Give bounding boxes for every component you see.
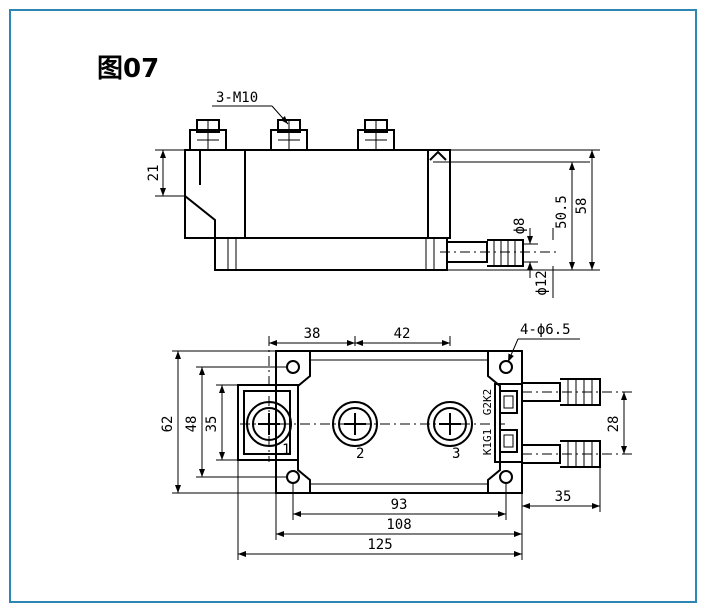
dim-phi8: ϕ8 xyxy=(512,218,528,235)
dim-62: 62 xyxy=(160,416,176,433)
dim-48: 48 xyxy=(184,416,200,433)
dim-93: 93 xyxy=(391,497,408,513)
mount-hole-tl xyxy=(286,360,300,374)
dim-108: 108 xyxy=(386,517,411,533)
tab-upper xyxy=(521,378,632,406)
figure-title: 图07 xyxy=(97,54,160,84)
bolt-1 xyxy=(189,119,227,151)
dim-28: 28 xyxy=(606,416,622,433)
side-view: 3-M10 21 50.5 58 ϕ8 ϕ12 xyxy=(146,90,600,298)
top-view: 1 2 3 G2K2 K1G1 xyxy=(160,322,632,560)
terminal-screw-1 xyxy=(246,401,292,447)
mount-hole-br xyxy=(499,470,513,484)
terminal-screw-3 xyxy=(427,401,473,447)
bolt-3 xyxy=(357,119,395,151)
dim-35-tab: 35 xyxy=(555,489,572,505)
dim-35-height: 35 xyxy=(204,416,220,433)
gate-connector-upper xyxy=(499,390,518,414)
mount-hole-tr xyxy=(499,360,513,374)
gate-label-k1g1: K1G1 xyxy=(481,429,494,456)
dim-125: 125 xyxy=(367,537,392,553)
module-body xyxy=(184,149,451,239)
dim-42: 42 xyxy=(394,326,411,342)
mount-hole-bl xyxy=(286,470,300,484)
terminal-screw-2 xyxy=(332,401,378,447)
end-cap-left xyxy=(184,150,216,238)
base-plate xyxy=(214,237,448,271)
top-base-plate xyxy=(275,350,523,494)
gate-connector-lower xyxy=(499,429,518,453)
terminal-label-1: 1 xyxy=(282,442,290,458)
terminal-label-2: 2 xyxy=(356,446,364,462)
bolt-label: 3-M10 xyxy=(216,90,258,106)
dim-50-5: 50.5 xyxy=(554,195,570,229)
dim-58: 58 xyxy=(574,198,590,215)
dim-38: 38 xyxy=(304,326,321,342)
bolt-2 xyxy=(270,119,308,151)
dim-phi12: ϕ12 xyxy=(534,270,550,295)
terminal-label-3: 3 xyxy=(452,446,460,462)
side-connector xyxy=(440,239,560,267)
gate-label-g2k2: G2K2 xyxy=(481,389,494,416)
tab-lower xyxy=(521,440,632,468)
hole-label: 4-ϕ6.5 xyxy=(520,322,571,338)
dim-21: 21 xyxy=(146,165,162,182)
